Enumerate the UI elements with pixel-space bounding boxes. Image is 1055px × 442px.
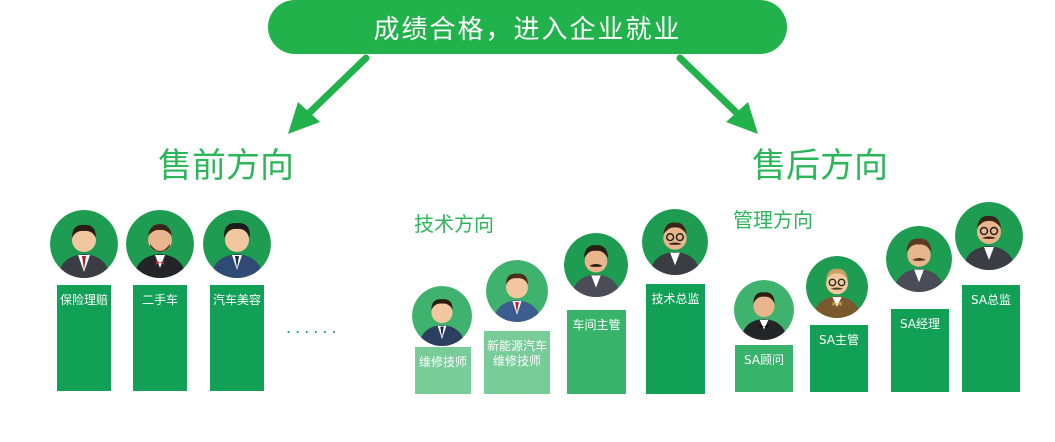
banner: 成绩合格，进入企业就业 <box>268 0 787 54</box>
avatar-repair-tech <box>412 286 472 346</box>
pillar-tech-director: 技术总监 <box>646 284 705 394</box>
avatar-car-beauty <box>203 210 271 278</box>
pillar-sa-manager: SA经理 <box>891 309 949 392</box>
pillar-sa-advisor: SA顾问 <box>735 345 793 392</box>
pillar-car-beauty: 汽车美容 <box>210 285 264 391</box>
arrow-left-icon <box>288 54 370 134</box>
avatar-sa-supervisor <box>806 256 868 318</box>
avatar-used-car <box>126 210 194 278</box>
pillar-workshop-supervisor: 车间主管 <box>567 310 626 394</box>
avatar-tech-director <box>642 209 708 275</box>
pillar-sa-director: SA总监 <box>962 285 1020 392</box>
aftersales-title: 售后方向 <box>752 146 888 186</box>
pillar-used-car: 二手车 <box>133 285 187 391</box>
pillar-repair-tech: 维修技师 <box>415 347 471 394</box>
mgmt-title: 管理方向 <box>733 208 813 232</box>
tech-title: 技术方向 <box>414 212 494 236</box>
pillar-sa-supervisor: SA主管 <box>810 325 868 392</box>
avatar-sa-advisor <box>734 280 794 340</box>
avatar-workshop-supervisor <box>564 233 628 297</box>
avatar-sa-manager <box>886 226 952 292</box>
pillar-insurance: 保险理赔 <box>57 285 111 391</box>
avatar-insurance <box>50 210 118 278</box>
avatar-sa-director <box>955 202 1023 270</box>
more-dots: ...... <box>286 318 341 337</box>
presales-title: 售前方向 <box>158 146 294 186</box>
pillar-ev-tech: 新能源汽车维修技师 <box>484 331 550 394</box>
avatar-ev-tech <box>486 260 548 322</box>
arrow-right-icon <box>676 54 758 134</box>
